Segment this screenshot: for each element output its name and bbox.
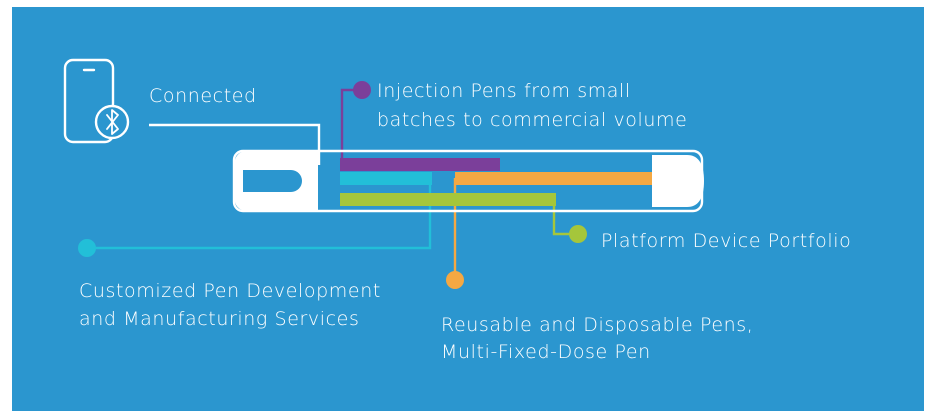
cyan-bar <box>340 172 432 185</box>
customized-label-line2: and Manufacturing Services <box>79 308 360 330</box>
green-bar <box>340 193 556 206</box>
platform-connector <box>552 200 572 236</box>
pen-cap-slot <box>243 170 302 192</box>
smartphone-bluetooth-icon <box>63 58 130 144</box>
customized-dot <box>78 239 96 257</box>
reusable-label-line2: Multi-Fixed-Dose Pen <box>441 341 651 363</box>
injection-dot <box>353 81 371 99</box>
diagram-panel: Connected Injection Pens from small batc… <box>12 7 924 411</box>
injection-label-line1: Injection Pens from small <box>377 80 631 102</box>
pen-diagram <box>63 58 704 289</box>
reusable-dot <box>446 271 464 289</box>
platform-dot <box>569 225 587 243</box>
platform-label: Platform Device Portfolio <box>601 230 852 252</box>
customized-label-line1: Customized Pen Development <box>79 280 381 302</box>
bluetooth-icon <box>106 109 119 135</box>
phone-body <box>63 58 115 144</box>
purple-bar <box>340 158 500 171</box>
reusable-label-line1: Reusable and Disposable Pens, <box>441 314 754 336</box>
injection-label-line2: batches to commercial volume <box>377 109 688 131</box>
orange-bar <box>455 172 652 185</box>
pen-button <box>652 155 704 207</box>
connected-label: Connected <box>149 85 257 107</box>
injection-connector <box>340 88 354 158</box>
pen-body <box>232 149 704 213</box>
